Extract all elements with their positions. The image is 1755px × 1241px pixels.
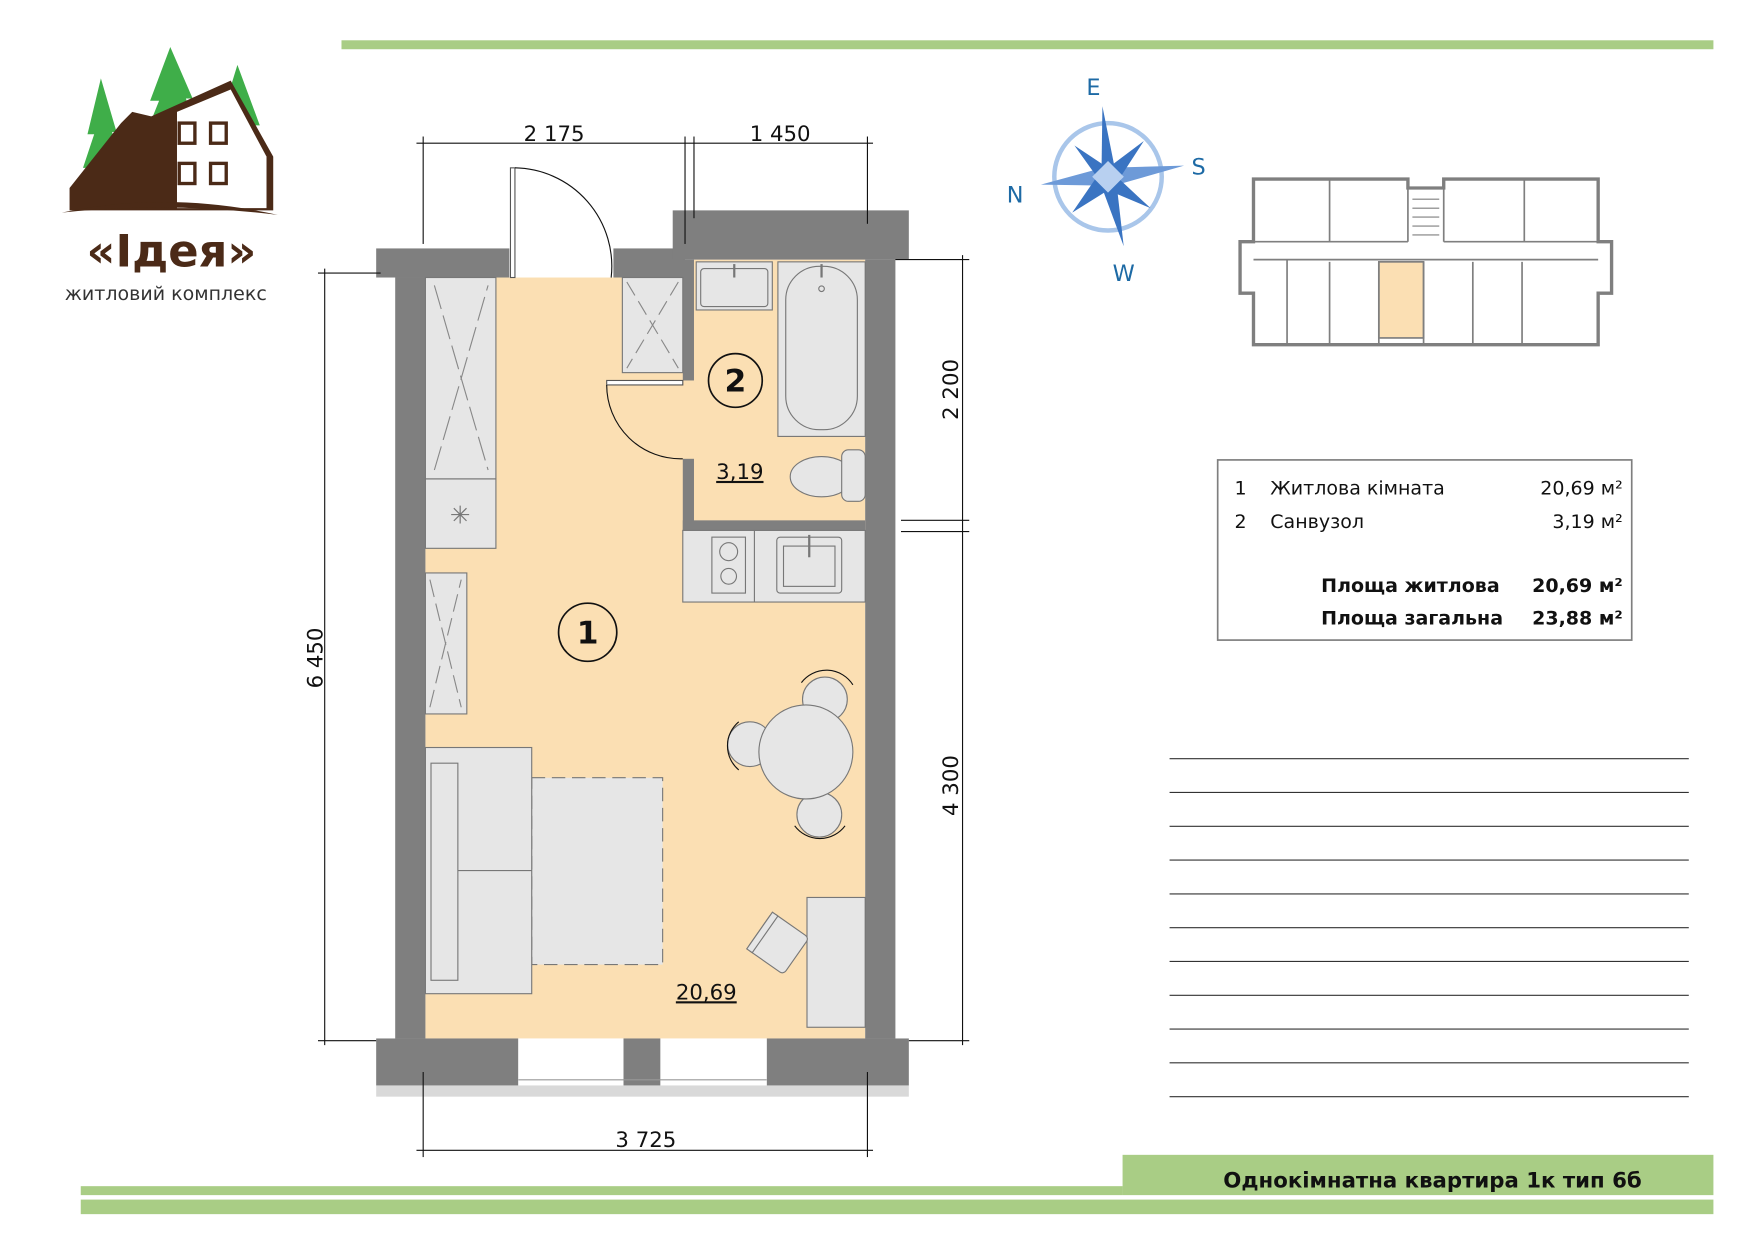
footer-banner bbox=[1122, 1154, 1714, 1196]
footer-line bbox=[80, 1186, 1123, 1196]
living-area-label: Площа житлова bbox=[1321, 575, 1500, 597]
living-area-value: 20,69 м² bbox=[1532, 575, 1623, 597]
apartment-type-title: Однокімнатна квартира 1к тип 6б bbox=[1223, 1168, 1641, 1193]
logo-name: «Ідея» bbox=[87, 224, 257, 277]
fridge: ✳ bbox=[424, 478, 497, 549]
svg-text:✳: ✳ bbox=[450, 501, 471, 530]
row-area: 3,19 м² bbox=[1552, 511, 1622, 533]
sofa-bed bbox=[424, 746, 664, 995]
dimension-lines: 2 175 1 450 6 450 2 200 4 300 3 725 bbox=[303, 122, 970, 1158]
table-row: 2 Санвузол 3,19 м² bbox=[1234, 511, 1622, 533]
desk bbox=[745, 896, 866, 1028]
dining-table bbox=[726, 669, 854, 840]
compass-rose-icon: E S N W bbox=[1007, 75, 1206, 287]
company-logo: «Ідея» житловий комплекс bbox=[61, 46, 278, 305]
total-area-value: 23,88 м² bbox=[1532, 607, 1623, 629]
bathroom-sink bbox=[695, 261, 773, 311]
window bbox=[518, 1038, 624, 1086]
compass-w: W bbox=[1113, 261, 1135, 287]
compass-n: N bbox=[1007, 183, 1024, 209]
dim-top-right: 1 450 bbox=[750, 122, 811, 147]
room-1-area: 20,69 bbox=[676, 980, 737, 1005]
total-area-label: Площа загальна bbox=[1321, 607, 1503, 629]
dim-left: 6 450 bbox=[303, 628, 328, 689]
dim-right-bottom: 4 300 bbox=[939, 755, 964, 816]
area-table: 1 Житлова кімната 20,69 м² 2 Санвузол 3,… bbox=[1216, 459, 1633, 641]
room-2-marker bbox=[707, 352, 764, 409]
dim-right-top: 2 200 bbox=[939, 359, 964, 420]
top-accent-bar bbox=[341, 40, 1714, 50]
row-name: Санвузол bbox=[1270, 511, 1364, 533]
dim-bottom: 3 725 bbox=[615, 1128, 676, 1153]
footer-bar bbox=[80, 1199, 1714, 1215]
room-1-number: 1 bbox=[577, 615, 599, 651]
row-area: 20,69 м² bbox=[1540, 478, 1622, 500]
compass-e: E bbox=[1086, 75, 1100, 101]
wardrobe bbox=[424, 276, 497, 480]
row-number: 2 bbox=[1234, 511, 1246, 533]
room-1-marker bbox=[557, 602, 618, 663]
bathtub bbox=[777, 261, 866, 437]
entrance-door bbox=[509, 167, 613, 279]
building-key-plan bbox=[1238, 177, 1614, 347]
kitchen-counter bbox=[682, 529, 866, 603]
room-2-number: 2 bbox=[724, 364, 746, 400]
notes-lines bbox=[1169, 758, 1689, 1098]
logo-subtitle: житловий комплекс bbox=[65, 283, 267, 305]
bathroom-door bbox=[606, 379, 684, 460]
table-row: 1 Житлова кімната 20,69 м² bbox=[1234, 478, 1622, 500]
toilet bbox=[789, 449, 866, 502]
shoe-cabinet bbox=[621, 276, 684, 374]
room-2-area: 3,19 bbox=[716, 460, 763, 485]
dim-top-left: 2 175 bbox=[524, 122, 585, 147]
highlighted-apartment bbox=[1377, 261, 1425, 339]
apartment-plan: ✳ bbox=[376, 167, 909, 1097]
compass-s: S bbox=[1192, 155, 1206, 181]
row-name: Житлова кімната bbox=[1270, 478, 1445, 500]
stove-icon bbox=[711, 536, 747, 594]
house-icon bbox=[61, 80, 278, 215]
cabinet bbox=[424, 572, 468, 715]
window bbox=[660, 1038, 767, 1086]
row-number: 1 bbox=[1234, 478, 1246, 500]
